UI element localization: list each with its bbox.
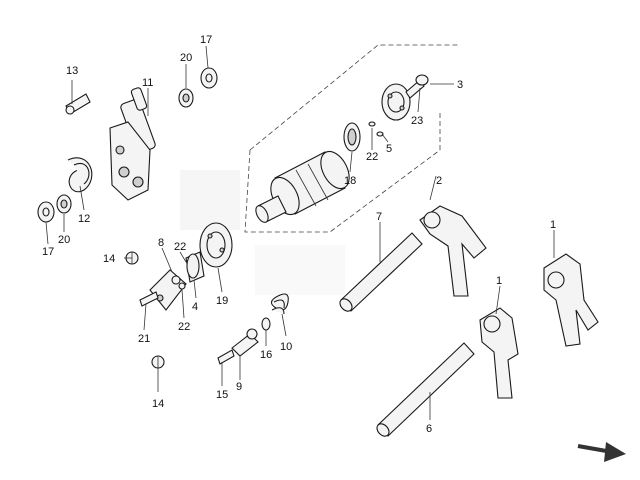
callout-10: 10 bbox=[280, 341, 292, 353]
shift-fork-top-part[interactable] bbox=[419, 205, 487, 297]
collar-part[interactable] bbox=[185, 251, 205, 283]
washer-top-part[interactable] bbox=[200, 67, 218, 89]
fork-shaft-upper-part[interactable] bbox=[338, 232, 423, 314]
segment-part[interactable] bbox=[199, 222, 233, 268]
return-spring-part[interactable] bbox=[67, 157, 93, 193]
callout-16: 16 bbox=[260, 349, 272, 361]
callout-17-left: 17 bbox=[42, 246, 54, 258]
callout-13: 13 bbox=[66, 65, 78, 77]
callout-14-top: 14 bbox=[103, 253, 115, 265]
spring-part[interactable] bbox=[270, 293, 289, 315]
callout-1-middle: 1 bbox=[496, 275, 502, 287]
callout-3: 3 bbox=[457, 79, 463, 91]
arrow-right-icon bbox=[577, 442, 626, 462]
callout-7: 7 bbox=[376, 211, 382, 223]
fork-shaft-lower-part[interactable] bbox=[375, 342, 475, 439]
callout-19: 19 bbox=[216, 295, 228, 307]
callout-21: 21 bbox=[138, 333, 150, 345]
pin-lower-part[interactable] bbox=[178, 282, 186, 290]
callouts: 13 11 20 17 12 20 17 14 3 23 5 22 18 2 7… bbox=[42, 34, 556, 435]
bolt-part[interactable] bbox=[405, 74, 429, 99]
bolt-small-part[interactable] bbox=[139, 291, 159, 307]
shift-fork-middle-part[interactable] bbox=[479, 307, 519, 399]
washer-part[interactable] bbox=[261, 317, 271, 331]
shift-shaft-part[interactable] bbox=[109, 87, 156, 201]
callout-9: 9 bbox=[236, 381, 242, 393]
collar-top-part[interactable] bbox=[178, 88, 194, 108]
pin-part[interactable] bbox=[65, 93, 91, 115]
washer-left-part[interactable] bbox=[37, 201, 55, 223]
callout-15: 15 bbox=[216, 389, 228, 401]
bearing-part[interactable] bbox=[343, 122, 361, 152]
pin-small-a-part[interactable] bbox=[368, 121, 376, 127]
callout-22-lower: 22 bbox=[178, 321, 190, 333]
callout-22-lever: 22 bbox=[174, 241, 186, 253]
callout-18: 18 bbox=[344, 175, 356, 187]
callout-22-drum: 22 bbox=[366, 151, 378, 163]
callout-1-right: 1 bbox=[550, 219, 556, 231]
stopper-lever-part[interactable] bbox=[149, 269, 187, 311]
shift-arm-part[interactable] bbox=[231, 328, 259, 357]
drum-center-part[interactable] bbox=[381, 83, 411, 121]
callout-6: 6 bbox=[426, 423, 432, 435]
shift-fork-right-part[interactable] bbox=[543, 253, 599, 347]
callout-20-left: 20 bbox=[58, 234, 70, 246]
callout-2: 2 bbox=[436, 175, 442, 187]
callout-12: 12 bbox=[78, 213, 90, 225]
callout-17-top: 17 bbox=[200, 34, 212, 46]
pin-small-b-part[interactable] bbox=[376, 131, 384, 137]
bolt-arm-part[interactable] bbox=[217, 349, 235, 365]
callout-4: 4 bbox=[192, 301, 198, 313]
assembly-frame bbox=[244, 44, 460, 233]
callout-8: 8 bbox=[158, 237, 164, 249]
callout-20-top: 20 bbox=[180, 52, 192, 64]
background-stipple bbox=[180, 170, 345, 295]
callout-14-lower: 14 bbox=[152, 398, 164, 410]
bolt-lower-part[interactable] bbox=[151, 355, 165, 369]
callout-5: 5 bbox=[386, 143, 392, 155]
callout-11: 11 bbox=[142, 77, 153, 89]
shift-drum-part[interactable] bbox=[253, 147, 355, 225]
callout-23: 23 bbox=[411, 115, 423, 127]
collar-left-part[interactable] bbox=[56, 194, 72, 214]
leader-lines bbox=[45, 45, 555, 420]
